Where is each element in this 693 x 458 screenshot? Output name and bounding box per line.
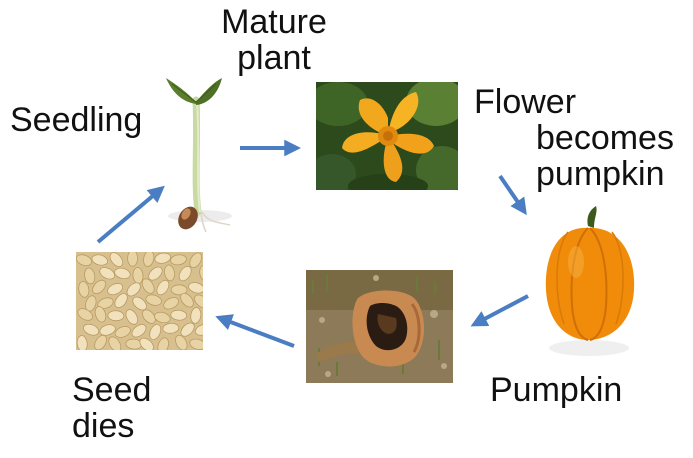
arrow-pumpkin-to-decay	[475, 296, 528, 324]
arrow-seeds-to-seedling	[98, 189, 161, 242]
arrow-decay-to-seeds	[220, 318, 294, 346]
arrow-flower-to-pumpkin	[500, 176, 524, 211]
